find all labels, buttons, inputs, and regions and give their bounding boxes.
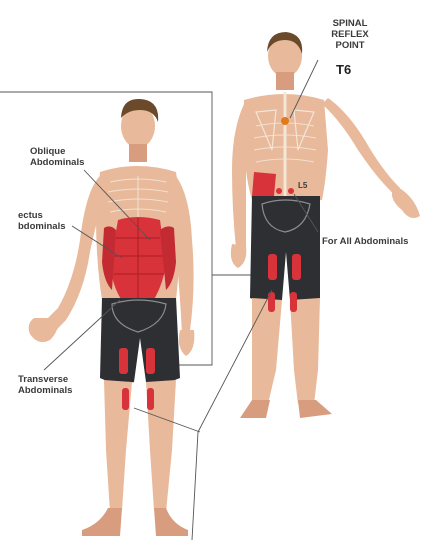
- back-shorts: [250, 196, 320, 302]
- t6-reflex-point: [281, 117, 289, 125]
- front-hair: [121, 98, 159, 122]
- back-right-arm: [322, 98, 400, 196]
- back-thigh-point-left: [268, 254, 277, 280]
- t6-label: T6: [336, 62, 352, 77]
- front-head: [121, 104, 155, 148]
- for-all-abdominals-label: For All Abdominals: [322, 236, 409, 247]
- back-lower-muscle: [252, 172, 276, 196]
- back-thigh-point-right: [292, 254, 301, 280]
- leader-oblique: [83, 169, 151, 241]
- front-left-leg: [104, 380, 132, 512]
- back-shin-point-right: [290, 292, 297, 312]
- front-shorts: [100, 298, 180, 384]
- frame-line: [0, 91, 213, 366]
- back-right-leg: [290, 298, 320, 404]
- front-thigh-point-left: [119, 348, 128, 374]
- front-thigh-point-right: [146, 348, 155, 374]
- oblique-abdominals-label: Oblique Abdominals: [30, 146, 85, 168]
- back-figure: [230, 32, 420, 418]
- front-left-hand: [28, 318, 59, 342]
- back-left-foot: [240, 400, 270, 418]
- back-pelvis: [261, 199, 311, 233]
- front-shin-point-right: [147, 388, 154, 410]
- front-right-hand: [178, 330, 195, 356]
- back-neck: [276, 72, 294, 90]
- back-left-leg: [252, 298, 282, 404]
- l5-reflex-point-right: [288, 188, 294, 194]
- leader-front-shin: [133, 407, 201, 433]
- l5-reflex-point-left: [276, 188, 282, 194]
- front-neck: [129, 144, 147, 162]
- back-left-hand: [230, 244, 247, 268]
- leader-rectus: [71, 225, 123, 259]
- oblique-muscle-left: [102, 226, 116, 290]
- back-hair: [267, 32, 303, 54]
- leader-transverse: [43, 299, 121, 371]
- inset-panel: [0, 0, 245, 95]
- front-left-arm: [36, 176, 104, 342]
- back-head: [268, 35, 302, 77]
- oblique-muscle-right: [160, 226, 176, 290]
- back-scapula-right: [293, 109, 315, 151]
- front-right-arm: [170, 176, 194, 334]
- front-left-foot: [82, 508, 122, 536]
- front-figure: [28, 98, 195, 536]
- front-pelvis: [111, 299, 167, 333]
- rectus-abdominals-label: ectus bdominals: [18, 210, 66, 232]
- leader-t6: [289, 59, 319, 119]
- back-right-hand: [392, 184, 420, 218]
- l5-label: L5: [298, 181, 308, 190]
- leader-for-all: [293, 193, 319, 233]
- back-left-arm: [232, 104, 254, 250]
- transverse-abdominals-label: Transverse Abdominals: [18, 374, 73, 396]
- front-shin-point-left: [122, 388, 129, 410]
- front-right-foot: [154, 508, 188, 536]
- back-scapula-left: [255, 109, 277, 151]
- leader-back-thigh: [191, 289, 273, 541]
- back-right-foot: [298, 400, 332, 418]
- front-right-leg: [146, 380, 176, 512]
- spinal-reflex-point-label: SPINAL REFLEX POINT: [331, 18, 369, 51]
- back-shin-point-left: [268, 292, 275, 312]
